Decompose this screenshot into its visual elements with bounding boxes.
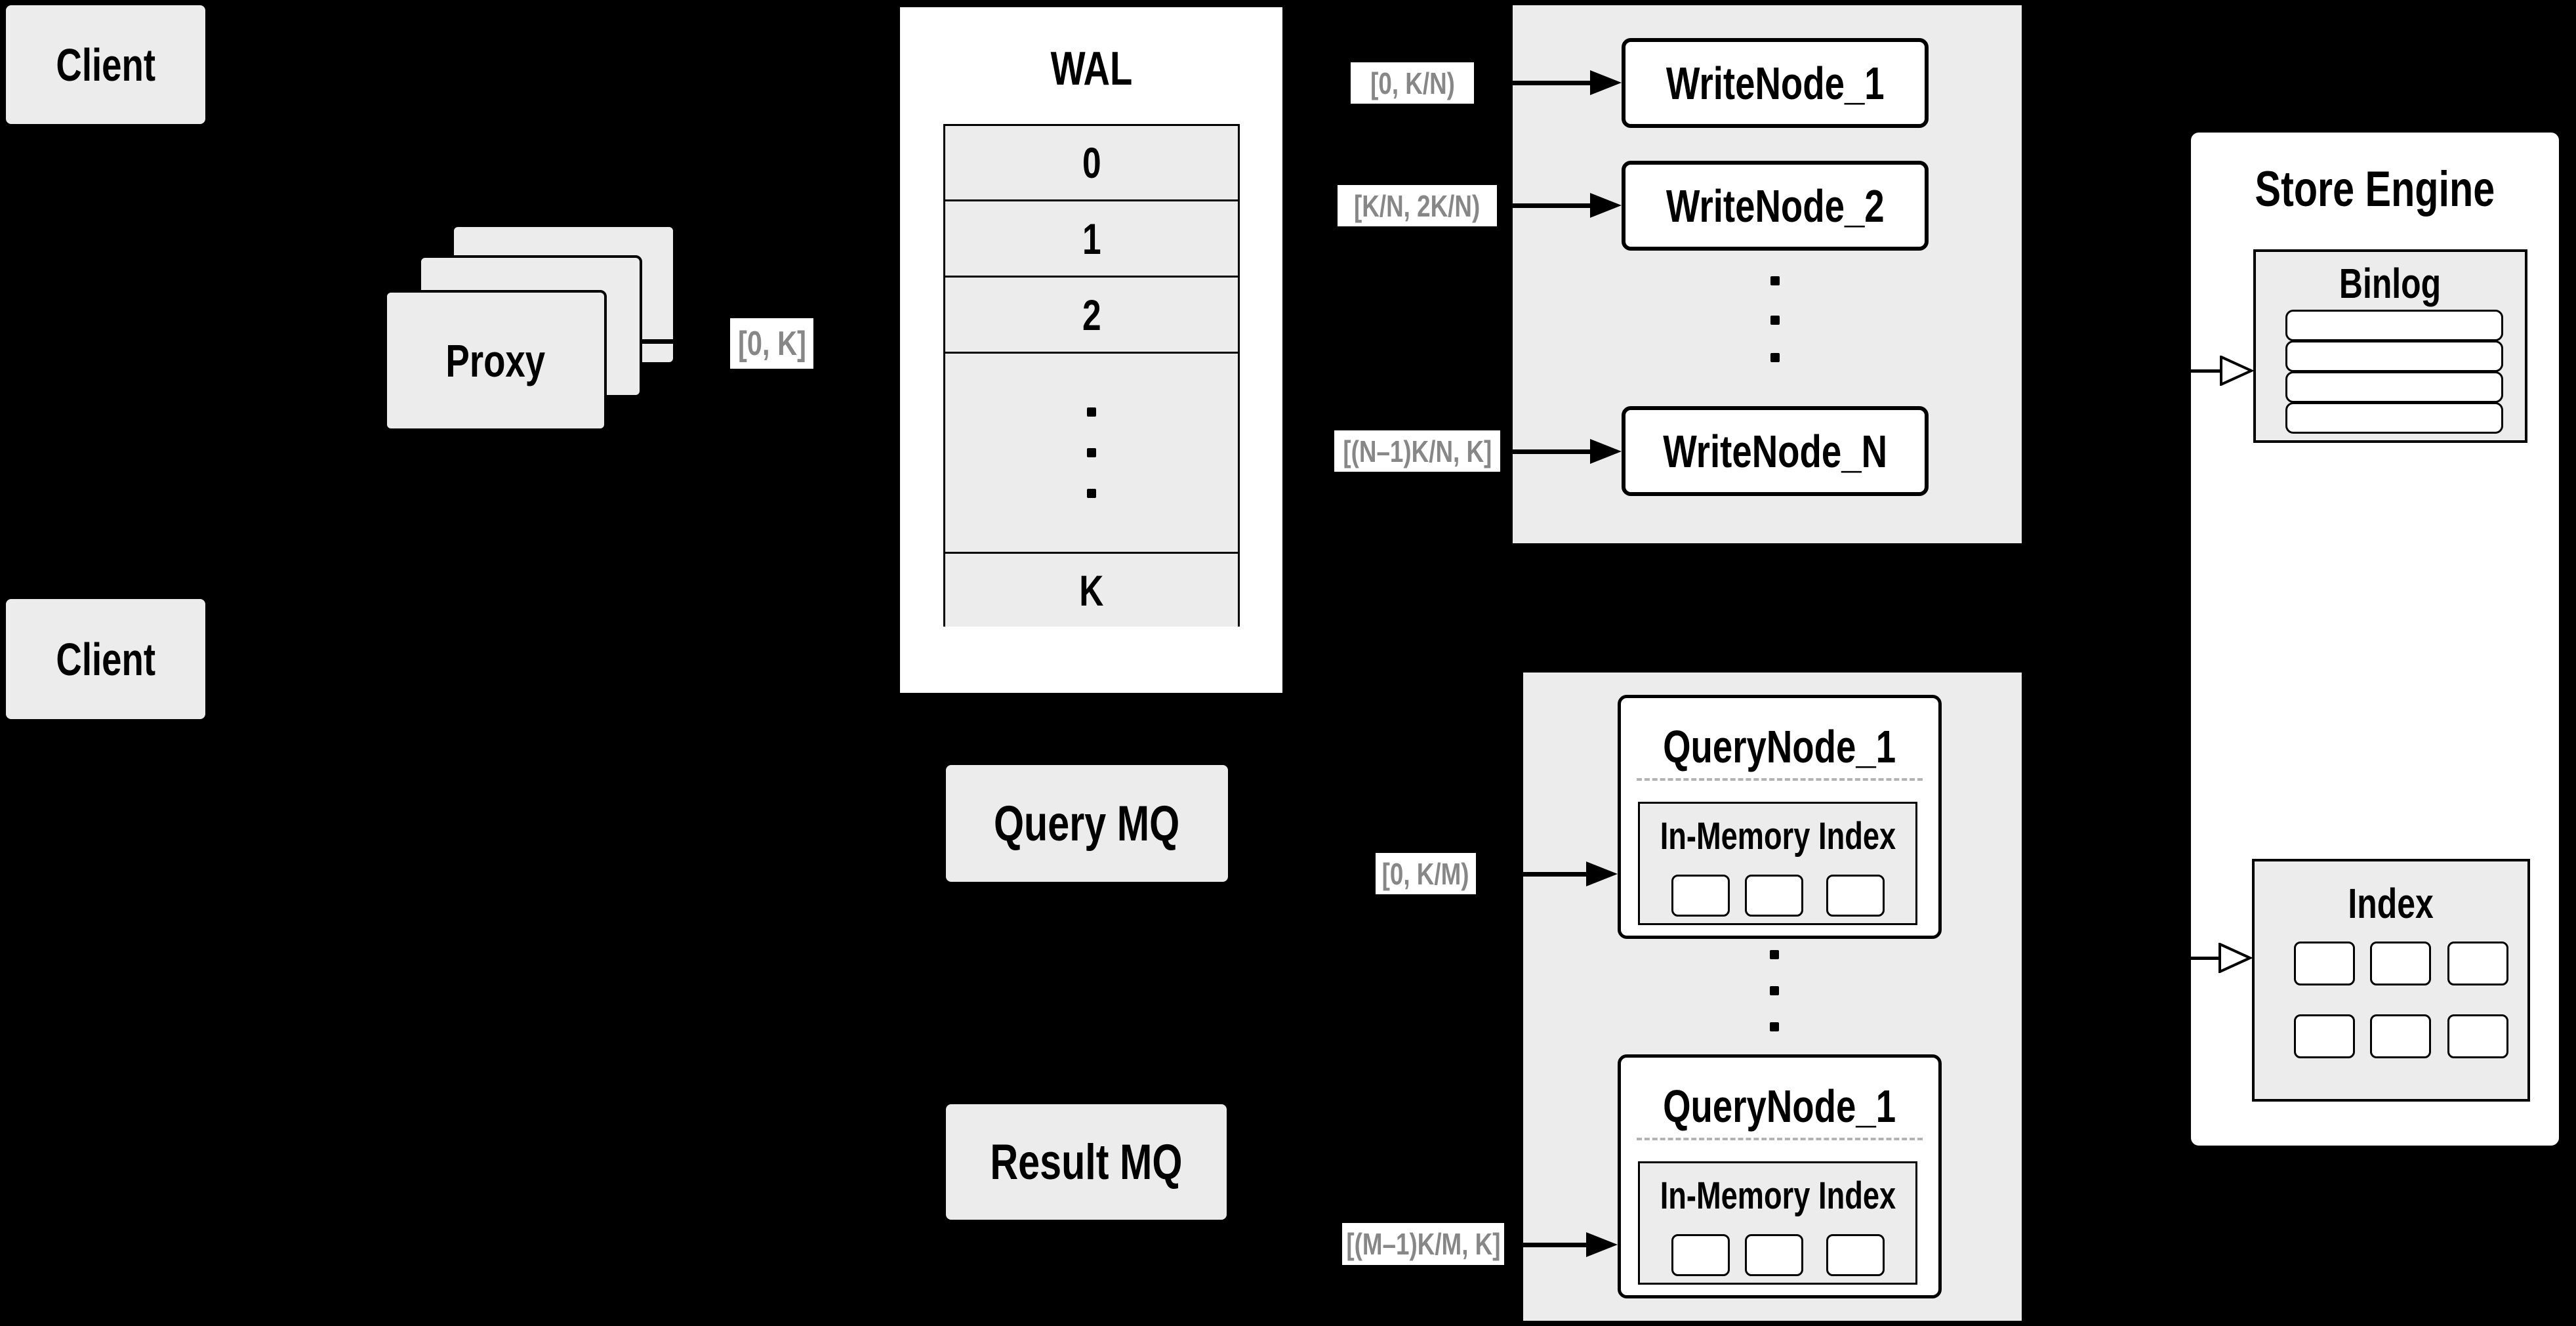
query-node-bottom-title: QueryNode_1 [1663,1081,1896,1132]
arrow-line-query-m [1504,1243,1591,1247]
store-engine-box: Store Engine Binlog Index [2188,130,2562,1148]
client-top-box: Client [6,5,205,124]
range-label-write-2: [K/N, 2K/N) [1338,185,1497,226]
wal-title: WAL [1050,43,1132,95]
write-node-1-box: WriteNode_1 [1622,38,1929,128]
in-memory-index-top-title: In-Memory Index [1660,814,1896,858]
index-title: Index [2348,880,2434,927]
in-memory-index-top-box: In-Memory Index [1638,802,1917,925]
query-mq-box: Query MQ [946,765,1228,882]
binlog-box: Binlog [2253,249,2527,443]
segment-square [1671,875,1730,917]
in-memory-index-bottom-title: In-Memory Index [1660,1174,1896,1217]
result-mq-box: Result MQ [946,1104,1227,1220]
client-bottom-box: Client [6,599,205,719]
ellipsis-dot [1087,489,1096,498]
index-arrow-line [2186,957,2224,960]
binlog-title: Binlog [2339,260,2442,307]
proxy-label: Proxy [445,335,546,386]
range-label-query-m: [(M–1)K/M, K] [1342,1223,1504,1265]
arrow-line-write-n [1500,449,1595,454]
binlog-row [2285,310,2503,341]
wal-row-k: K [945,552,1238,627]
range-label-query-1: [0, K/M) [1376,853,1476,894]
query-ellipsis-dot [1770,1022,1779,1031]
index-square [2294,1014,2355,1058]
arrow-line-query-1 [1476,872,1591,877]
ellipsis-dot [1087,407,1096,417]
store-engine-title: Store Engine [2255,161,2495,217]
index-box: Index [2252,859,2530,1102]
segment-square [1826,1234,1885,1276]
write-ellipsis-dot [1770,316,1780,325]
write-node-n-box: WriteNode_N [1622,406,1929,496]
wal-row-ellipsis [945,352,1238,552]
index-square [2370,1014,2431,1058]
dashed-separator [1637,1138,1923,1140]
binlog-row [2285,402,2503,434]
proxy-box: Proxy [384,290,607,431]
query-node-bottom-box: QueryNode_1 In-Memory Index [1618,1054,1942,1298]
segment-square [1826,875,1885,917]
write-ellipsis-dot [1770,353,1780,362]
index-square [2447,1014,2508,1058]
query-ellipsis-dot [1770,986,1779,995]
wal-row-2: 2 [945,276,1238,352]
write-node-2-box: WriteNode_2 [1622,161,1929,251]
index-square [2294,942,2355,985]
hollow-arrowhead-icon [2218,943,2253,973]
segment-square [1745,1234,1803,1276]
index-square [2370,942,2431,985]
arrow-line-write-1 [1474,81,1595,85]
ellipsis-dot [1087,448,1096,457]
wal-row-1: 1 [945,199,1238,276]
range-label-write-1: [0, K/N) [1351,62,1474,104]
wal-row-0: 0 [945,126,1238,199]
arrowhead-icon [1590,439,1622,464]
range-label-proxy-wal: [0, K] [730,318,813,369]
query-node-top-box: QueryNode_1 In-Memory Index [1618,695,1942,939]
hollow-arrowhead-icon [2220,356,2254,386]
client-top-label: Client [56,39,155,91]
index-square [2447,942,2508,985]
arrowhead-icon [1586,861,1618,886]
wal-table: 0 1 2 K [943,124,1240,627]
binlog-arrow-line [2186,369,2225,373]
query-node-top-title: QueryNode_1 [1663,721,1896,772]
arrow-line-write-2 [1497,203,1595,208]
segment-square [1745,875,1803,917]
in-memory-index-bottom-box: In-Memory Index [1638,1161,1917,1285]
arrowhead-icon [1586,1232,1618,1257]
client-bottom-label: Client [56,633,155,685]
dashed-separator [1637,778,1923,781]
write-ellipsis-dot [1770,276,1780,285]
arrowhead-icon [1590,193,1622,218]
binlog-row [2285,341,2503,372]
wal-box: WAL 0 1 2 K [897,5,1285,695]
segment-square [1671,1234,1730,1276]
query-ellipsis-dot [1770,950,1779,959]
range-label-write-n: [(N–1)K/N, K] [1334,430,1500,472]
binlog-row [2285,371,2503,403]
arrowhead-icon [1590,70,1622,95]
